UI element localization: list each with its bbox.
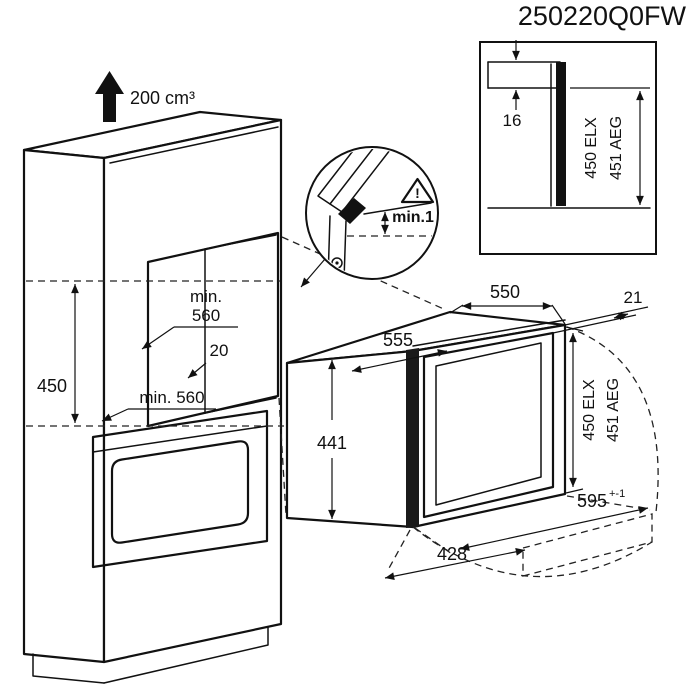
open-door-dim-line bbox=[384, 547, 526, 581]
detail-box bbox=[479, 41, 657, 255]
front-width-dim-line bbox=[459, 506, 649, 551]
front-width-tolerance: +-1 bbox=[609, 488, 625, 500]
rail-setback-pointer-arrow-icon bbox=[187, 362, 207, 379]
oven-window bbox=[110, 440, 250, 544]
niche-height-elx-label: 450 ELX bbox=[581, 379, 598, 441]
vent-volume-label: 200 cm³ bbox=[130, 88, 195, 108]
body-height-label: 441 bbox=[317, 433, 347, 453]
oven-front bbox=[91, 409, 269, 569]
open-door-depth-label: 428 bbox=[437, 544, 467, 564]
warning-icon bbox=[400, 177, 435, 204]
hinge-detail-contents bbox=[317, 149, 433, 277]
frame-overhang-dim-line bbox=[613, 311, 629, 321]
niche-width-min-label: min. bbox=[190, 287, 222, 306]
niche-height-label: 450 bbox=[37, 376, 67, 396]
appliance-drawing bbox=[285, 310, 567, 529]
frame-overhang-label: 21 bbox=[624, 288, 643, 307]
appliance-rear-panel bbox=[556, 62, 566, 206]
warning-mark: ! bbox=[415, 185, 420, 201]
detail-pointer-arrow-icon bbox=[300, 258, 326, 288]
min-gap-label: min.1 bbox=[392, 209, 434, 226]
detail-height-elx-label: 450 ELX bbox=[583, 117, 600, 179]
vent-up-arrow-icon bbox=[95, 71, 124, 122]
niche-width-min-value: 560 bbox=[192, 306, 220, 325]
body-width-dim-line bbox=[351, 349, 448, 373]
rear-clearance-detail: 16 450 ELX 451 AEG bbox=[479, 40, 657, 255]
depth-label: 550 bbox=[490, 282, 520, 302]
door-frame-inner bbox=[422, 331, 555, 519]
door-hinge-strip bbox=[406, 348, 419, 528]
body-width-label: 555 bbox=[383, 330, 413, 350]
niche-width-pointer-arrow-icon bbox=[141, 326, 175, 350]
appliance-dimensions: 550 21 555 441 450 ELX 451 AEG 595 +-1 4… bbox=[317, 282, 649, 581]
niche-depth-min-label: min. 560 bbox=[139, 388, 204, 407]
cabinet-dimensions: 200 cm³ min. 560 20 450 min. 560 bbox=[37, 71, 238, 423]
niche-depth-pointer-arrow-icon bbox=[101, 408, 129, 422]
cabinet-side-face bbox=[22, 148, 106, 664]
detail-height-aeg-label: 451 AEG bbox=[608, 116, 625, 180]
niche-height-aeg-label: 451 AEG bbox=[605, 378, 622, 442]
hinge-bracket bbox=[338, 198, 366, 224]
model-number: 250220Q0FW bbox=[518, 1, 687, 31]
cabinet-front-face bbox=[102, 118, 283, 664]
door-window bbox=[435, 342, 542, 506]
top-gap-label: 16 bbox=[503, 111, 522, 130]
hinge-detail-inset: ! min.1 bbox=[300, 146, 439, 288]
front-width-label: 595 bbox=[577, 491, 607, 511]
cabinet-drawing bbox=[22, 110, 283, 684]
door-swing-arc-bottom bbox=[412, 526, 653, 578]
rail-setback-label: 20 bbox=[210, 341, 229, 360]
door-swing-arc-right bbox=[566, 326, 659, 513]
cabinet-plinth bbox=[32, 653, 105, 684]
appliance-side-face bbox=[285, 349, 415, 529]
